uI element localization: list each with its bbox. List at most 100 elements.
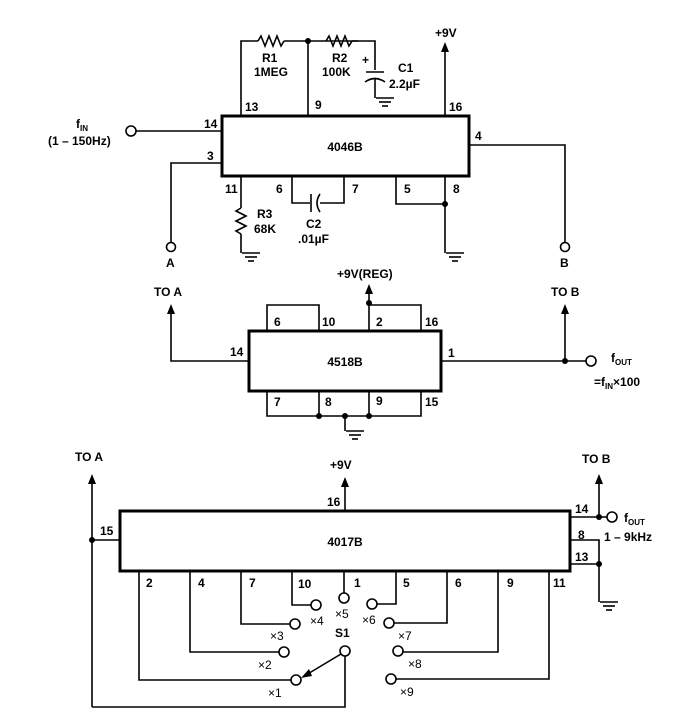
pin-label: 13: [245, 100, 259, 114]
wire: [469, 144, 566, 243]
ic-4046b: 4046B 14 3 13 9 16 4 11 6 7 5 8: [204, 98, 482, 196]
pin-label: 16: [425, 315, 439, 329]
switch-contact-x3[interactable]: [289, 618, 301, 630]
pin-label: 7: [249, 576, 256, 590]
vcc-reg-label: +9V(REG): [337, 267, 393, 281]
switch-label: ×1: [268, 686, 282, 700]
arrow-icon: [301, 669, 312, 678]
wire: [570, 539, 600, 564]
pin-label: 6: [274, 315, 281, 329]
pin-label: 8: [325, 395, 332, 409]
c1-polarity: +: [362, 53, 369, 67]
arrow-up-icon: [341, 477, 349, 487]
switch-contact-x4[interactable]: [310, 599, 322, 611]
wire: [170, 312, 249, 362]
pin-label: 4: [475, 129, 482, 143]
c2-value: .01µF: [298, 232, 329, 246]
pin-label: 13: [575, 550, 589, 564]
pin-label: 4: [198, 576, 205, 590]
to-b-label: TO B: [551, 285, 580, 299]
pin-label: 16: [327, 495, 341, 509]
to-b-label: TO B: [582, 452, 611, 466]
pin-label: 5: [403, 576, 410, 590]
switch-s1-common[interactable]: [339, 645, 351, 657]
ic-4017b-label: 4017B: [327, 535, 363, 549]
pin-label: 11: [225, 182, 238, 196]
wire: [368, 304, 422, 331]
pin-label: 5: [404, 182, 411, 196]
resistor-r2: [325, 33, 353, 49]
node-a-label: A: [166, 256, 175, 270]
wire: [352, 40, 376, 70]
switch-label: ×4: [310, 614, 324, 628]
pin-label: 2: [376, 315, 383, 329]
pin-label: 1: [354, 576, 361, 590]
arrow-up-icon: [365, 284, 373, 294]
r3-value: 68K: [254, 222, 276, 236]
capacitor-c2-plate: [316, 193, 321, 213]
fout-label: fOUT: [611, 351, 632, 367]
to-a-label: TO A: [75, 450, 103, 464]
switch-label: ×6: [362, 613, 376, 627]
r1-ref: R1: [262, 51, 278, 65]
ic-4017b: 4017B 16 15 14 8 13 2 4 7 10 1 5 6 9 11: [100, 495, 589, 591]
ic-4518b-label: 4518B: [327, 355, 363, 369]
pin-label: 9: [507, 576, 514, 590]
wire: [170, 162, 222, 243]
wire: [189, 571, 279, 653]
arrow-up-icon: [88, 474, 96, 484]
fin-input: fIN (1 – 150Hz): [48, 117, 222, 148]
switch-label: ×3: [270, 629, 284, 643]
input-terminal: [125, 125, 137, 137]
switch-contact-x5[interactable]: [338, 592, 350, 604]
arrow-up-icon: [595, 474, 603, 484]
pin-label: 3: [207, 149, 214, 163]
ic-4046b-body: [220, 114, 471, 178]
c1-ref: C1: [398, 61, 414, 75]
pin-label: 2: [146, 576, 153, 590]
fin-range-label: (1 – 150Hz): [48, 134, 111, 148]
switch-contact-x8[interactable]: [392, 645, 404, 657]
wire: [377, 571, 397, 605]
vcc-label: +9V: [435, 26, 457, 40]
node-b-label: B: [560, 256, 569, 270]
r1-value: 1MEG: [254, 65, 288, 79]
fout-range-label: 1 – 9kHz: [604, 530, 652, 544]
switch-contact-x2[interactable]: [278, 646, 290, 658]
r2-ref: R2: [332, 51, 348, 65]
pin-label: 10: [298, 577, 312, 591]
switch-contact-x6[interactable]: [366, 598, 378, 610]
node-b-terminal: [559, 241, 571, 253]
pin-label: 7: [352, 182, 359, 196]
ic-4046b-label: 4046B: [327, 140, 363, 154]
switch-contact-x7[interactable]: [383, 617, 395, 629]
junction-dot: [366, 413, 372, 419]
switch-contact-x9[interactable]: [385, 673, 397, 685]
r2-value: 100K: [322, 65, 351, 79]
pin-label: 14: [230, 345, 244, 359]
switch-label: ×9: [400, 685, 414, 699]
arrow-up-icon: [561, 304, 569, 314]
junction-dot: [316, 413, 322, 419]
vcc-label: +9V: [330, 458, 352, 472]
switch-s1-label: S1: [335, 626, 350, 640]
to-a-label: TO A: [154, 285, 182, 299]
pin-label: 8: [453, 182, 460, 196]
wire: [240, 571, 290, 625]
switch-contact-x1[interactable]: [290, 674, 302, 686]
capacitor-c1: + C1 2.2µF: [362, 53, 420, 107]
resistor-r1: [257, 33, 285, 49]
pin-label: 6: [455, 576, 462, 590]
pin-label: 15: [100, 524, 114, 538]
pin-label: 10: [322, 315, 336, 329]
pin-label: 6: [276, 182, 283, 196]
wire: [291, 176, 310, 204]
switch-s1-wiper[interactable]: [305, 653, 342, 676]
wire: [92, 656, 346, 708]
switch-label: ×7: [398, 629, 412, 643]
arrow-up-icon: [167, 304, 175, 314]
pin-label: 16: [449, 100, 463, 114]
pin-label: 1: [448, 346, 455, 360]
c1-value: 2.2µF: [389, 77, 420, 91]
